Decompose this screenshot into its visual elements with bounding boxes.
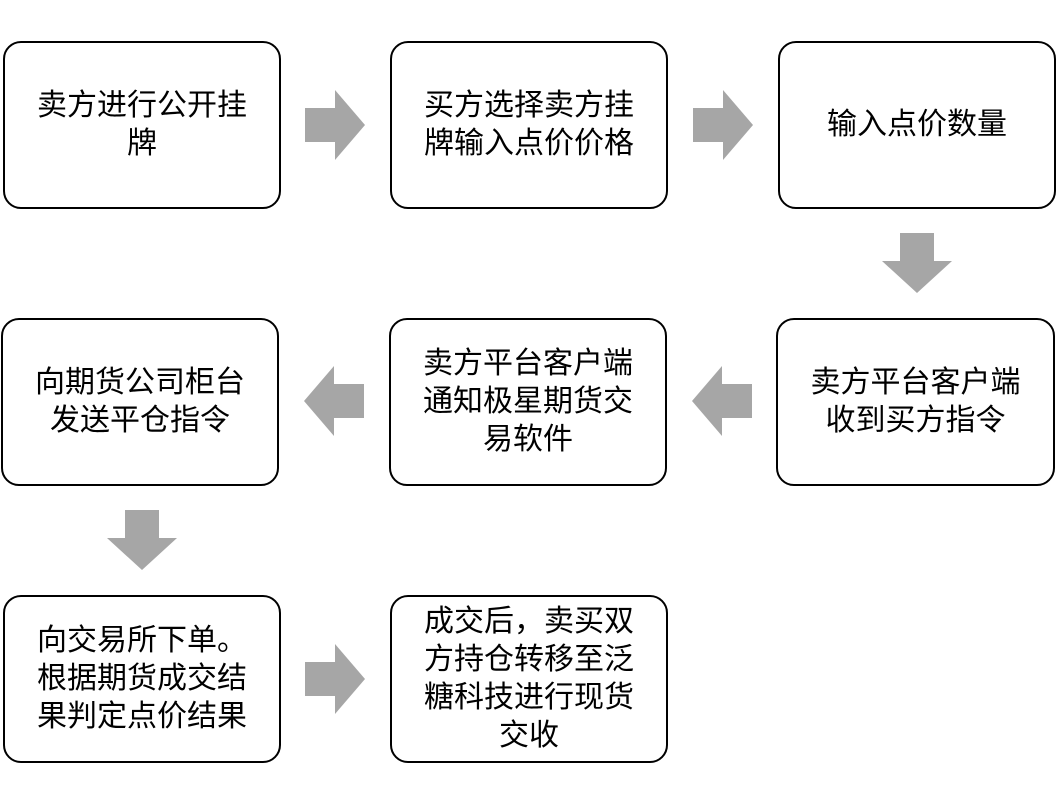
arrow-right-icon <box>305 90 365 160</box>
flow-step-6: 向期货公司柜台 发送平仓指令 <box>1 318 279 486</box>
arrow-left-icon <box>304 366 364 436</box>
arrow-left-icon <box>692 366 752 436</box>
arrow-down-icon <box>107 510 177 570</box>
flow-step-5-label: 卖方平台客户端 通知极星期货交 易软件 <box>423 346 633 457</box>
arrow-down-icon <box>882 233 952 293</box>
arrow-right-icon <box>305 90 365 160</box>
flow-step-8: 成交后，卖买双 方持仓转移至泛 糖科技进行现货 交收 <box>390 595 668 763</box>
flow-step-5: 卖方平台客户端 通知极星期货交 易软件 <box>389 318 667 486</box>
flow-step-7: 向交易所下单。 根据期货成交结 果判定点价结果 <box>3 595 281 763</box>
arrow-left-icon <box>692 366 752 436</box>
arrow-right-icon <box>305 644 365 714</box>
arrow-left-icon <box>692 366 752 436</box>
flow-step-1-label: 卖方进行公开挂 牌 <box>37 88 247 161</box>
flow-step-3: 输入点价数量 <box>778 41 1056 209</box>
arrow-right-icon <box>305 644 365 714</box>
arrow-right-icon <box>305 90 365 160</box>
arrow-down-icon <box>882 233 952 293</box>
flow-step-4-label: 卖方平台客户端 收到买方指令 <box>810 365 1021 438</box>
flow-step-3-label: 输入点价数量 <box>827 107 1007 142</box>
arrow-down-icon <box>107 510 177 570</box>
flow-step-8-label: 成交后，卖买双 方持仓转移至泛 糖科技进行现货 交收 <box>424 604 634 753</box>
arrow-right-icon <box>693 90 753 160</box>
arrow-right-icon <box>305 644 365 714</box>
flow-step-2-label: 买方选择卖方挂 牌输入点价价格 <box>424 88 634 161</box>
flow-step-6-label: 向期货公司柜台 发送平仓指令 <box>35 365 245 438</box>
flow-step-2: 买方选择卖方挂 牌输入点价价格 <box>390 41 668 209</box>
arrow-left-icon <box>304 366 364 436</box>
arrow-left-icon <box>304 366 364 436</box>
arrow-down-icon <box>882 233 952 293</box>
arrow-right-icon <box>693 90 753 160</box>
flow-step-7-label: 向交易所下单。 根据期货成交结 果判定点价结果 <box>37 623 247 734</box>
flow-step-4: 卖方平台客户端 收到买方指令 <box>776 318 1055 486</box>
arrow-down-icon <box>107 510 177 570</box>
flow-step-1: 卖方进行公开挂 牌 <box>3 41 281 209</box>
arrow-right-icon <box>693 90 753 160</box>
